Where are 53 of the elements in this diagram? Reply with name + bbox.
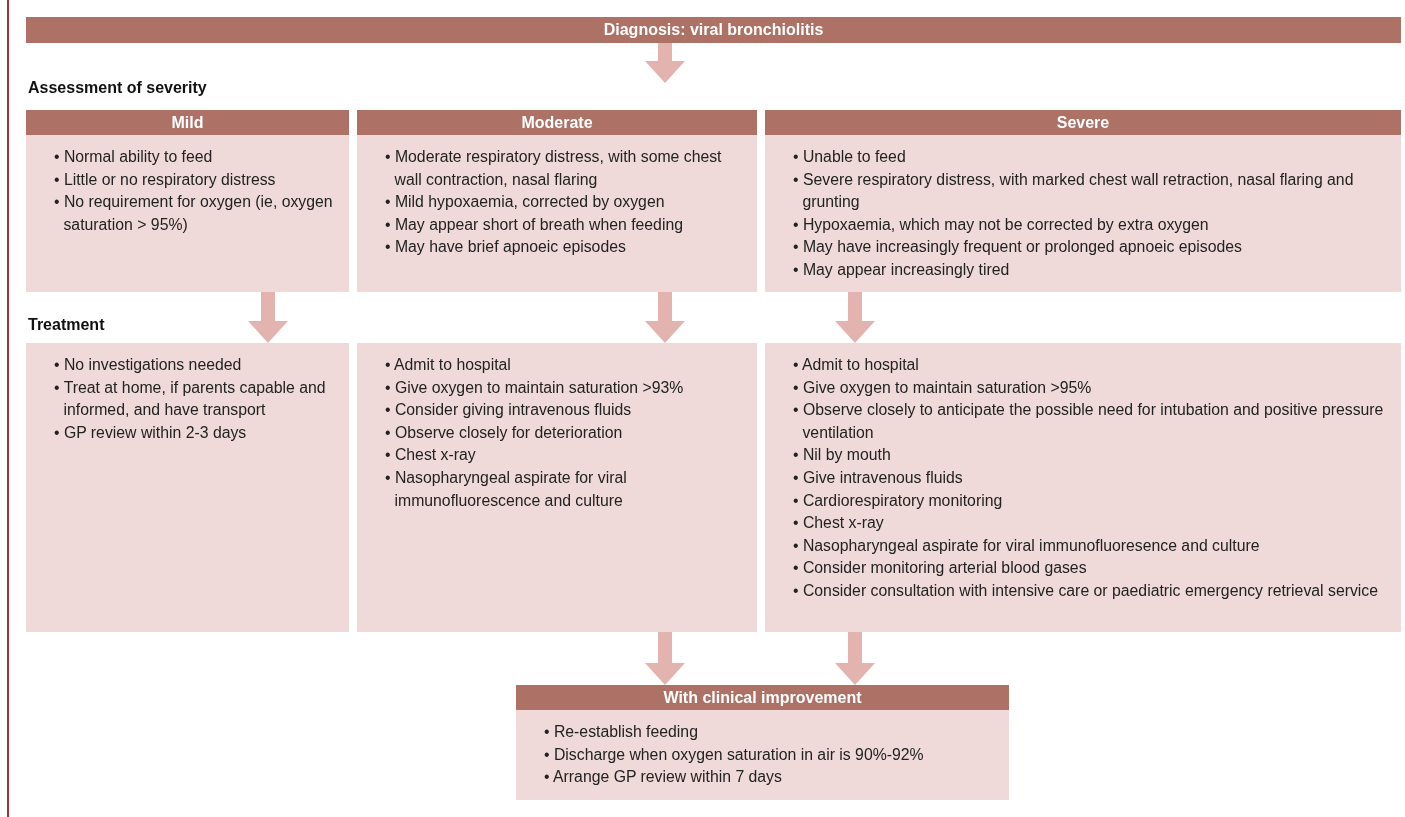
- section-heading: Treatment: [28, 316, 105, 334]
- card: [26, 343, 349, 632]
- bullet-item: • Observe closely to anticipate the possible need for intubation and positive pressure ventilation: [793, 400, 1385, 443]
- bullet-item: • May have increasingly frequent or prolonged apnoeic episodes: [793, 237, 1243, 258]
- bullet-item: • Little or no respiratory distress: [54, 169, 277, 190]
- bullet-item: • Consider consultation with intensive care or paediatric emergency retrieval service: [793, 580, 1380, 601]
- bullet-item: • Chest x-ray: [793, 513, 885, 534]
- bullet-item: • Mild hypoxaemia, corrected by oxygen: [385, 192, 666, 213]
- bullet-item: • Consider giving intravenous fluids: [385, 400, 633, 421]
- bullet-item: • Hypoxaemia, which may not be corrected by extra oxygen: [793, 214, 1210, 235]
- arrow: [835, 292, 875, 343]
- bullet-item: • Discharge when oxygen saturation in air is 90%-92%: [544, 744, 925, 765]
- bullet-item: • Severe respiratory distress, with marked chest wall retraction, nasal flaring and grunting: [793, 169, 1355, 213]
- bullet-item: • Give oxygen to maintain saturation >93%: [385, 377, 685, 398]
- card-header: Mild: [26, 110, 349, 135]
- section-heading: Assessment of severity: [28, 79, 207, 97]
- arrow: [645, 632, 685, 685]
- bullet-item: • Nasopharyngeal aspirate for viral immunofluorescence and culture: [385, 467, 628, 511]
- card-header: Moderate: [357, 110, 757, 135]
- arrow: [645, 43, 685, 83]
- bullet-item: • Moderate respiratory distress, with some chest wall contraction, nasal flaring: [385, 147, 723, 190]
- arrow: [645, 292, 685, 343]
- bullet-item: • Give oxygen to maintain saturation >95%: [793, 377, 1093, 398]
- card-header: Severe: [765, 110, 1401, 135]
- bullet-item: • Observe closely for deterioration: [385, 422, 624, 443]
- bullet-item: • May appear increasingly tired: [793, 259, 1011, 280]
- bullet-item: • Unable to feed: [793, 147, 907, 167]
- bullet-item: • Consider monitoring arterial blood gases: [793, 558, 1088, 579]
- bullet-item: • No requirement for oxygen (ie, oxygen saturation > 95%): [54, 192, 333, 235]
- bullet-item: • Cardiorespiratory monitoring: [793, 490, 1004, 511]
- bullet-item: • May appear short of breath when feeding: [385, 214, 684, 235]
- card: [357, 343, 757, 632]
- bullet-item: • Admit to hospital: [793, 355, 920, 375]
- bullet-item: • Arrange GP review within 7 days: [544, 767, 783, 788]
- bullet-item: • Normal ability to feed: [54, 147, 214, 167]
- bullet-item: • May have brief apnoeic episodes: [385, 237, 627, 258]
- bullet-item: • Treat at home, if parents capable and informed, and have transport: [54, 377, 327, 421]
- card: [357, 110, 757, 292]
- bullet-item: • Re-establish feeding: [544, 722, 699, 742]
- bullet-item: • Give intravenous fluids: [793, 467, 964, 488]
- card: [26, 110, 349, 292]
- bullet-item: • Nasopharyngeal aspirate for viral immunofluoresence and culture: [793, 535, 1261, 556]
- bullet-item: • Nil by mouth: [793, 445, 892, 466]
- card: [516, 685, 1009, 800]
- card: [765, 110, 1401, 292]
- arrow: [248, 292, 288, 343]
- card: [765, 343, 1401, 632]
- bullet-item: • GP review within 2-3 days: [54, 422, 248, 443]
- bullet-item: • Admit to hospital: [385, 355, 512, 375]
- bullet-item: • No investigations needed: [54, 355, 243, 375]
- card-header: With clinical improvement: [516, 685, 1009, 710]
- bullet-item: • Chest x-ray: [385, 445, 477, 466]
- arrow: [835, 632, 875, 685]
